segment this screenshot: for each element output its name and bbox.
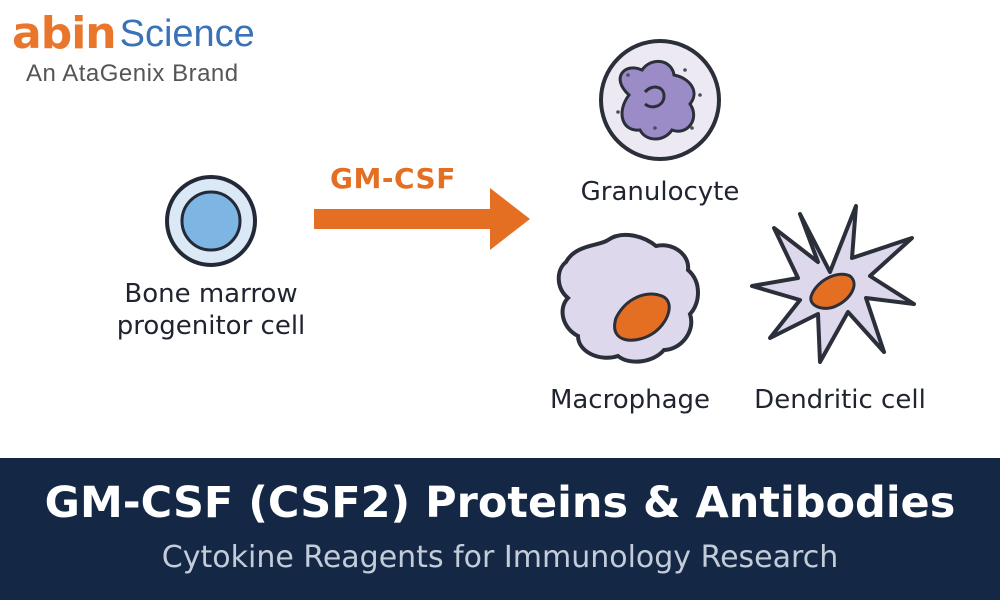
cell-diagram bbox=[165, 39, 916, 364]
progenitor-label-line1: Bone marrow bbox=[124, 279, 298, 309]
differentiation-arrow bbox=[314, 188, 530, 250]
granulocyte-label: Granulocyte bbox=[580, 177, 740, 207]
banner-subtitle: Cytokine Reagents for Immunology Researc… bbox=[161, 540, 839, 575]
title-banner: GM-CSF (CSF2) Proteins & Antibodies Cyto… bbox=[0, 458, 1000, 600]
macrophage-cell bbox=[556, 232, 700, 364]
logo-word: Science bbox=[119, 13, 255, 55]
brand-logo[interactable]: abin Science An AtaGenix Brand bbox=[12, 8, 272, 92]
progenitor-label-line2: progenitor cell bbox=[116, 311, 306, 341]
granulocyte-cell bbox=[599, 39, 721, 161]
logo-wordmark: abin Science bbox=[12, 8, 255, 60]
logo-tagline: An AtaGenix Brand bbox=[26, 60, 239, 87]
progenitor-cell bbox=[165, 175, 257, 267]
arrow-label-gmcsf: GM-CSF bbox=[330, 162, 456, 195]
logo-prefix: abin bbox=[12, 8, 117, 59]
macrophage-label: Macrophage bbox=[549, 385, 711, 415]
diagram-stage: abin Science An AtaGenix Brand bbox=[12, 8, 926, 415]
banner-title: GM-CSF (CSF2) Proteins & Antibodies bbox=[44, 478, 956, 528]
dendritic-cell bbox=[750, 204, 916, 364]
progenitor-cell-label: Bone marrow progenitor cell bbox=[96, 278, 326, 342]
dendritic-cell-label: Dendritic cell bbox=[754, 385, 926, 415]
